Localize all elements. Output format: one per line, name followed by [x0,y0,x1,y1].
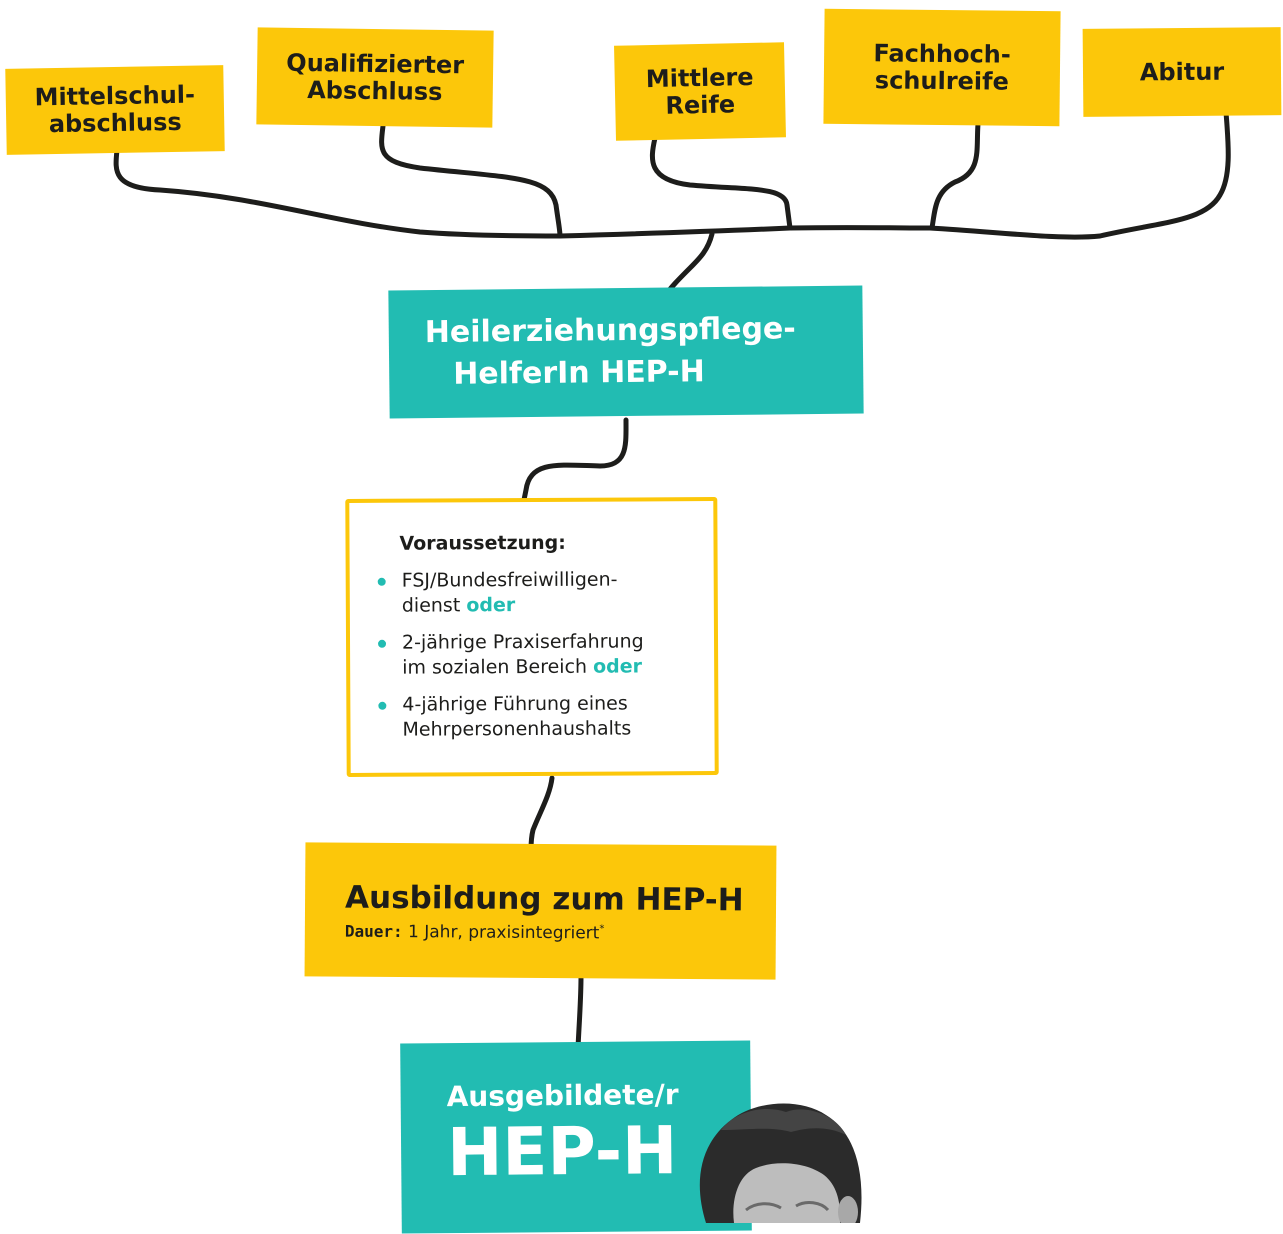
dauer-footnote: * [599,923,605,935]
bullet-dot-icon [378,639,387,648]
dauer-label: Dauer: [344,921,403,942]
qualification-abitur: Abitur [1082,27,1282,117]
qualification-label: Abitur [1139,57,1225,86]
requirement-connector: oder [593,655,643,678]
bullet-dot-icon [378,701,387,710]
requirement-item: 4-jährige Führung eines Mehrpersonenhaus… [372,691,694,743]
qualification-qualifizierter-abschluss: Qualifizierter Abschluss [256,27,494,128]
connector-fachhoch [929,121,981,231]
qualification-label: Qualifizierter Abschluss [286,48,465,106]
connector-mittlere [649,135,793,231]
final-subtitle: Ausgebildete/r [446,1078,679,1114]
connector-qualifiziert [379,123,563,239]
qualification-label: Mittlere Reife [645,62,754,120]
qualification-label: Mittelschul- abschluss [34,80,196,139]
final-title: HEP-H [446,1112,678,1192]
hep-helper-box: Heilerziehungspflege- HelferIn HEP-H [388,285,864,419]
hep-helper-line1: Heilerziehungspflege- [424,311,796,351]
qualification-mittlere-reife: Mittlere Reife [614,42,786,141]
connector-trunk [557,225,935,239]
hep-helper-title: Heilerziehungspflege- HelferIn HEP-H [425,308,797,396]
requirement-item: FSJ/Bundesfreiwilligen- dienst oder [372,567,694,619]
person-photo [699,1103,862,1223]
requirements-box: Voraussetzung: FSJ/Bundesfreiwilligen- d… [345,497,719,777]
bullet-dot-icon [377,577,386,586]
qualification-fachhochschulreife: Fachhoch- schulreife [823,8,1061,127]
connector-abitur [927,109,1231,240]
qualification-mittelschulabschluss: Mittelschul- abschluss [5,65,225,155]
requirements-heading: Voraussetzung: [399,531,566,555]
requirement-text: 4-jährige Führung eines Mehrpersonenhaus… [402,692,632,741]
connector-req-to-ausb [528,775,555,853]
ausbildung-title: Ausbildung zum HEP-H [344,879,744,919]
ausbildung-box: Ausbildung zum HEP-H Dauer: 1 Jahr, prax… [304,842,777,980]
ausbildung-dauer: Dauer: 1 Jahr, praxisintegriert* [345,922,605,944]
connector-ausb-to-final [575,973,584,1051]
qualification-label: Fachhoch- schulreife [873,38,1011,96]
dauer-value: 1 Jahr, praxisintegriert [407,922,600,944]
requirement-item: 2-jährige Praxiserfahrung im sozialen Be… [372,629,694,681]
connector-mittelschul [113,147,563,239]
connector-hep-to-req [520,417,629,509]
requirement-connector: oder [466,594,516,617]
hep-helper-line2: HelferIn HEP-H [453,354,705,392]
